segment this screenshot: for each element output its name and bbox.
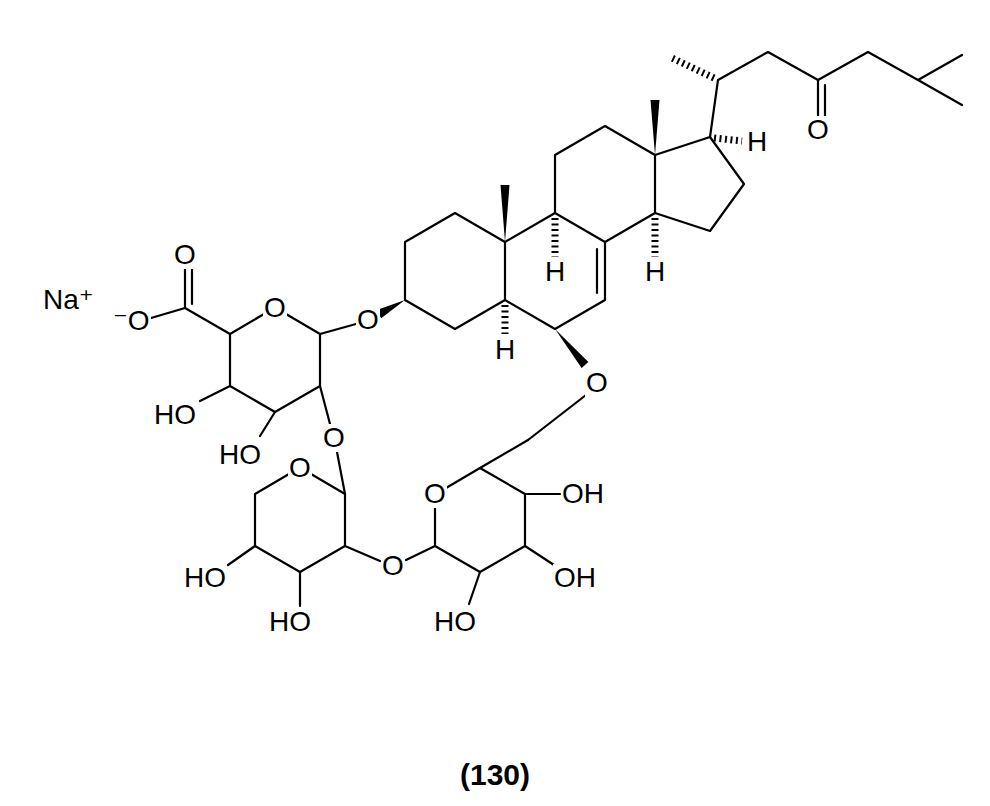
atom-label: O xyxy=(173,241,197,269)
atom-label: O xyxy=(356,306,380,334)
atom-label: H xyxy=(644,258,666,286)
atom-label: O xyxy=(263,294,287,322)
atom-label: HO xyxy=(218,441,262,469)
atom-label: O xyxy=(423,480,447,508)
atom-label: H xyxy=(494,336,516,364)
atom-label: O xyxy=(381,552,405,580)
compound-number: (130) xyxy=(460,760,530,790)
atom-label: OH xyxy=(553,564,597,592)
atom-label: Na⁺ xyxy=(42,286,95,314)
atom-label: HO xyxy=(433,608,477,636)
atom-label: O xyxy=(322,424,346,452)
atom-label: HO xyxy=(268,608,312,636)
atom-label: ⁻O xyxy=(112,307,151,335)
atom-label: H xyxy=(544,258,566,286)
atom-label: H xyxy=(746,128,768,156)
atom-label: OH xyxy=(561,480,605,508)
atom-label: O xyxy=(288,454,312,482)
atom-label: O xyxy=(806,116,830,144)
atom-label: HO xyxy=(183,564,227,592)
atom-label: O xyxy=(585,369,609,397)
atom-label: HO xyxy=(153,401,197,429)
